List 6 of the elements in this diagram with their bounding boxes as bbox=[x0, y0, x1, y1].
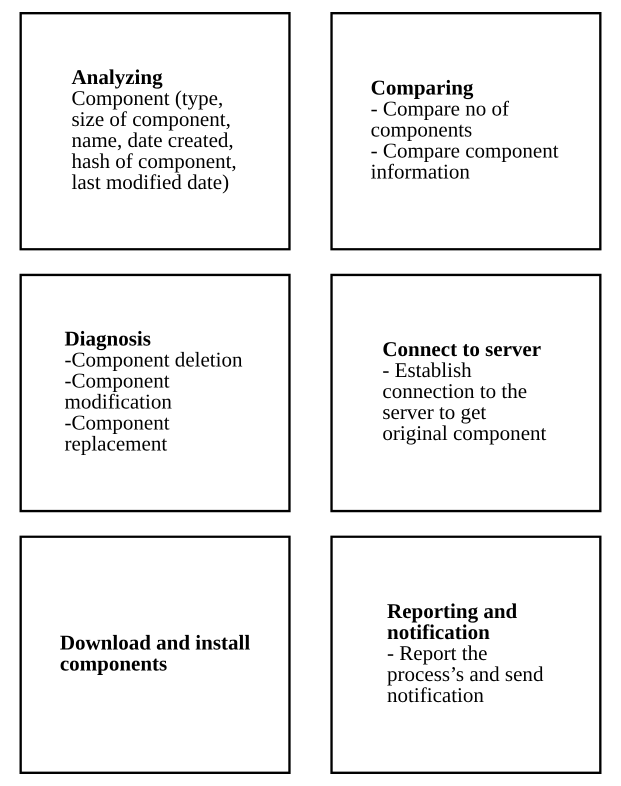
node-box: Reporting and notification - Report the process’s and send notification bbox=[330, 536, 602, 774]
node-box: Comparing - Compare no of components - Compare component information bbox=[330, 12, 602, 250]
node-box: Analyzing Component (type, size of component, name, date created, hash of component, last modified date) bbox=[20, 12, 291, 250]
node-box: Diagnosis -Component deletion -Component modification -Component replacement bbox=[20, 274, 291, 512]
node-box: Download and install components bbox=[20, 536, 291, 774]
node-box: Connect to server - Establish connection to the server to get original component bbox=[330, 274, 602, 512]
